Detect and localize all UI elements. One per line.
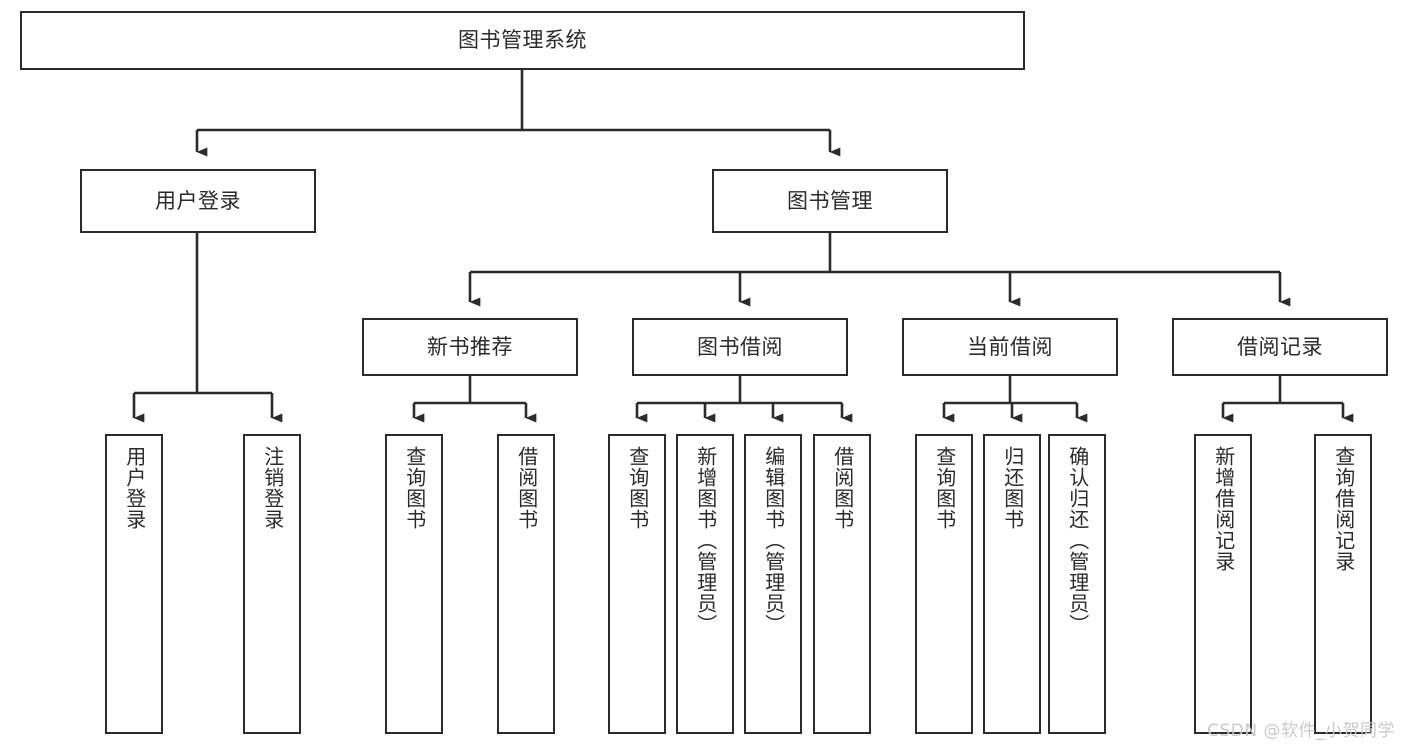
leaf-query-book-current[interactable]: 查询图书	[915, 434, 973, 734]
leaf-user-login[interactable]: 用户登录	[105, 434, 163, 734]
node-label: 图书管理	[787, 188, 873, 213]
leaf-label: 查询图书	[625, 446, 650, 530]
leaf-label: 确认归还（管理员）	[1065, 446, 1090, 635]
leaf-add-borrow-record[interactable]: 新增借阅记录	[1194, 434, 1252, 734]
node-current-borrow[interactable]: 当前借阅	[902, 318, 1118, 376]
node-label: 图书借阅	[697, 334, 783, 359]
node-new-book-recommend[interactable]: 新书推荐	[362, 318, 578, 376]
leaf-query-book-borrow[interactable]: 查询图书	[608, 434, 666, 734]
node-label: 当前借阅	[967, 334, 1053, 359]
leaf-label: 查询图书	[932, 446, 957, 530]
node-user-login[interactable]: 用户登录	[80, 169, 316, 233]
node-root-book-management-system[interactable]: 图书管理系统	[20, 11, 1025, 70]
leaf-add-book-admin[interactable]: 新增图书（管理员）	[676, 434, 734, 734]
leaf-label: 新增借阅记录	[1211, 446, 1236, 572]
node-book-borrow[interactable]: 图书借阅	[632, 318, 848, 376]
leaf-borrow-book-recommend[interactable]: 借阅图书	[497, 434, 555, 734]
leaf-label: 用户登录	[122, 446, 147, 530]
node-label: 用户登录	[155, 188, 241, 213]
leaf-label: 归还图书	[1000, 446, 1025, 530]
leaf-return-book[interactable]: 归还图书	[983, 434, 1041, 734]
leaf-label: 注销登录	[260, 446, 285, 530]
leaf-label: 编辑图书（管理员）	[761, 446, 786, 635]
node-book-management[interactable]: 图书管理	[712, 169, 948, 233]
leaf-query-borrow-record[interactable]: 查询借阅记录	[1314, 434, 1372, 734]
leaf-confirm-return-admin[interactable]: 确认归还（管理员）	[1048, 434, 1106, 734]
leaf-label: 借阅图书	[514, 446, 539, 530]
leaf-label: 借阅图书	[830, 446, 855, 530]
leaf-edit-book-admin[interactable]: 编辑图书（管理员）	[744, 434, 802, 734]
leaf-label: 新增图书（管理员）	[693, 446, 718, 635]
node-label: 新书推荐	[427, 334, 513, 359]
leaf-query-book-recommend[interactable]: 查询图书	[385, 434, 443, 734]
node-label: 图书管理系统	[458, 28, 587, 53]
watermark: CSDN @软件_小贺同学	[1207, 721, 1395, 741]
node-borrow-record[interactable]: 借阅记录	[1172, 318, 1388, 376]
leaf-logout[interactable]: 注销登录	[243, 434, 301, 734]
node-label: 借阅记录	[1237, 334, 1323, 359]
leaf-borrow-book[interactable]: 借阅图书	[813, 434, 871, 734]
leaf-label: 查询借阅记录	[1331, 446, 1356, 572]
leaf-label: 查询图书	[402, 446, 427, 530]
